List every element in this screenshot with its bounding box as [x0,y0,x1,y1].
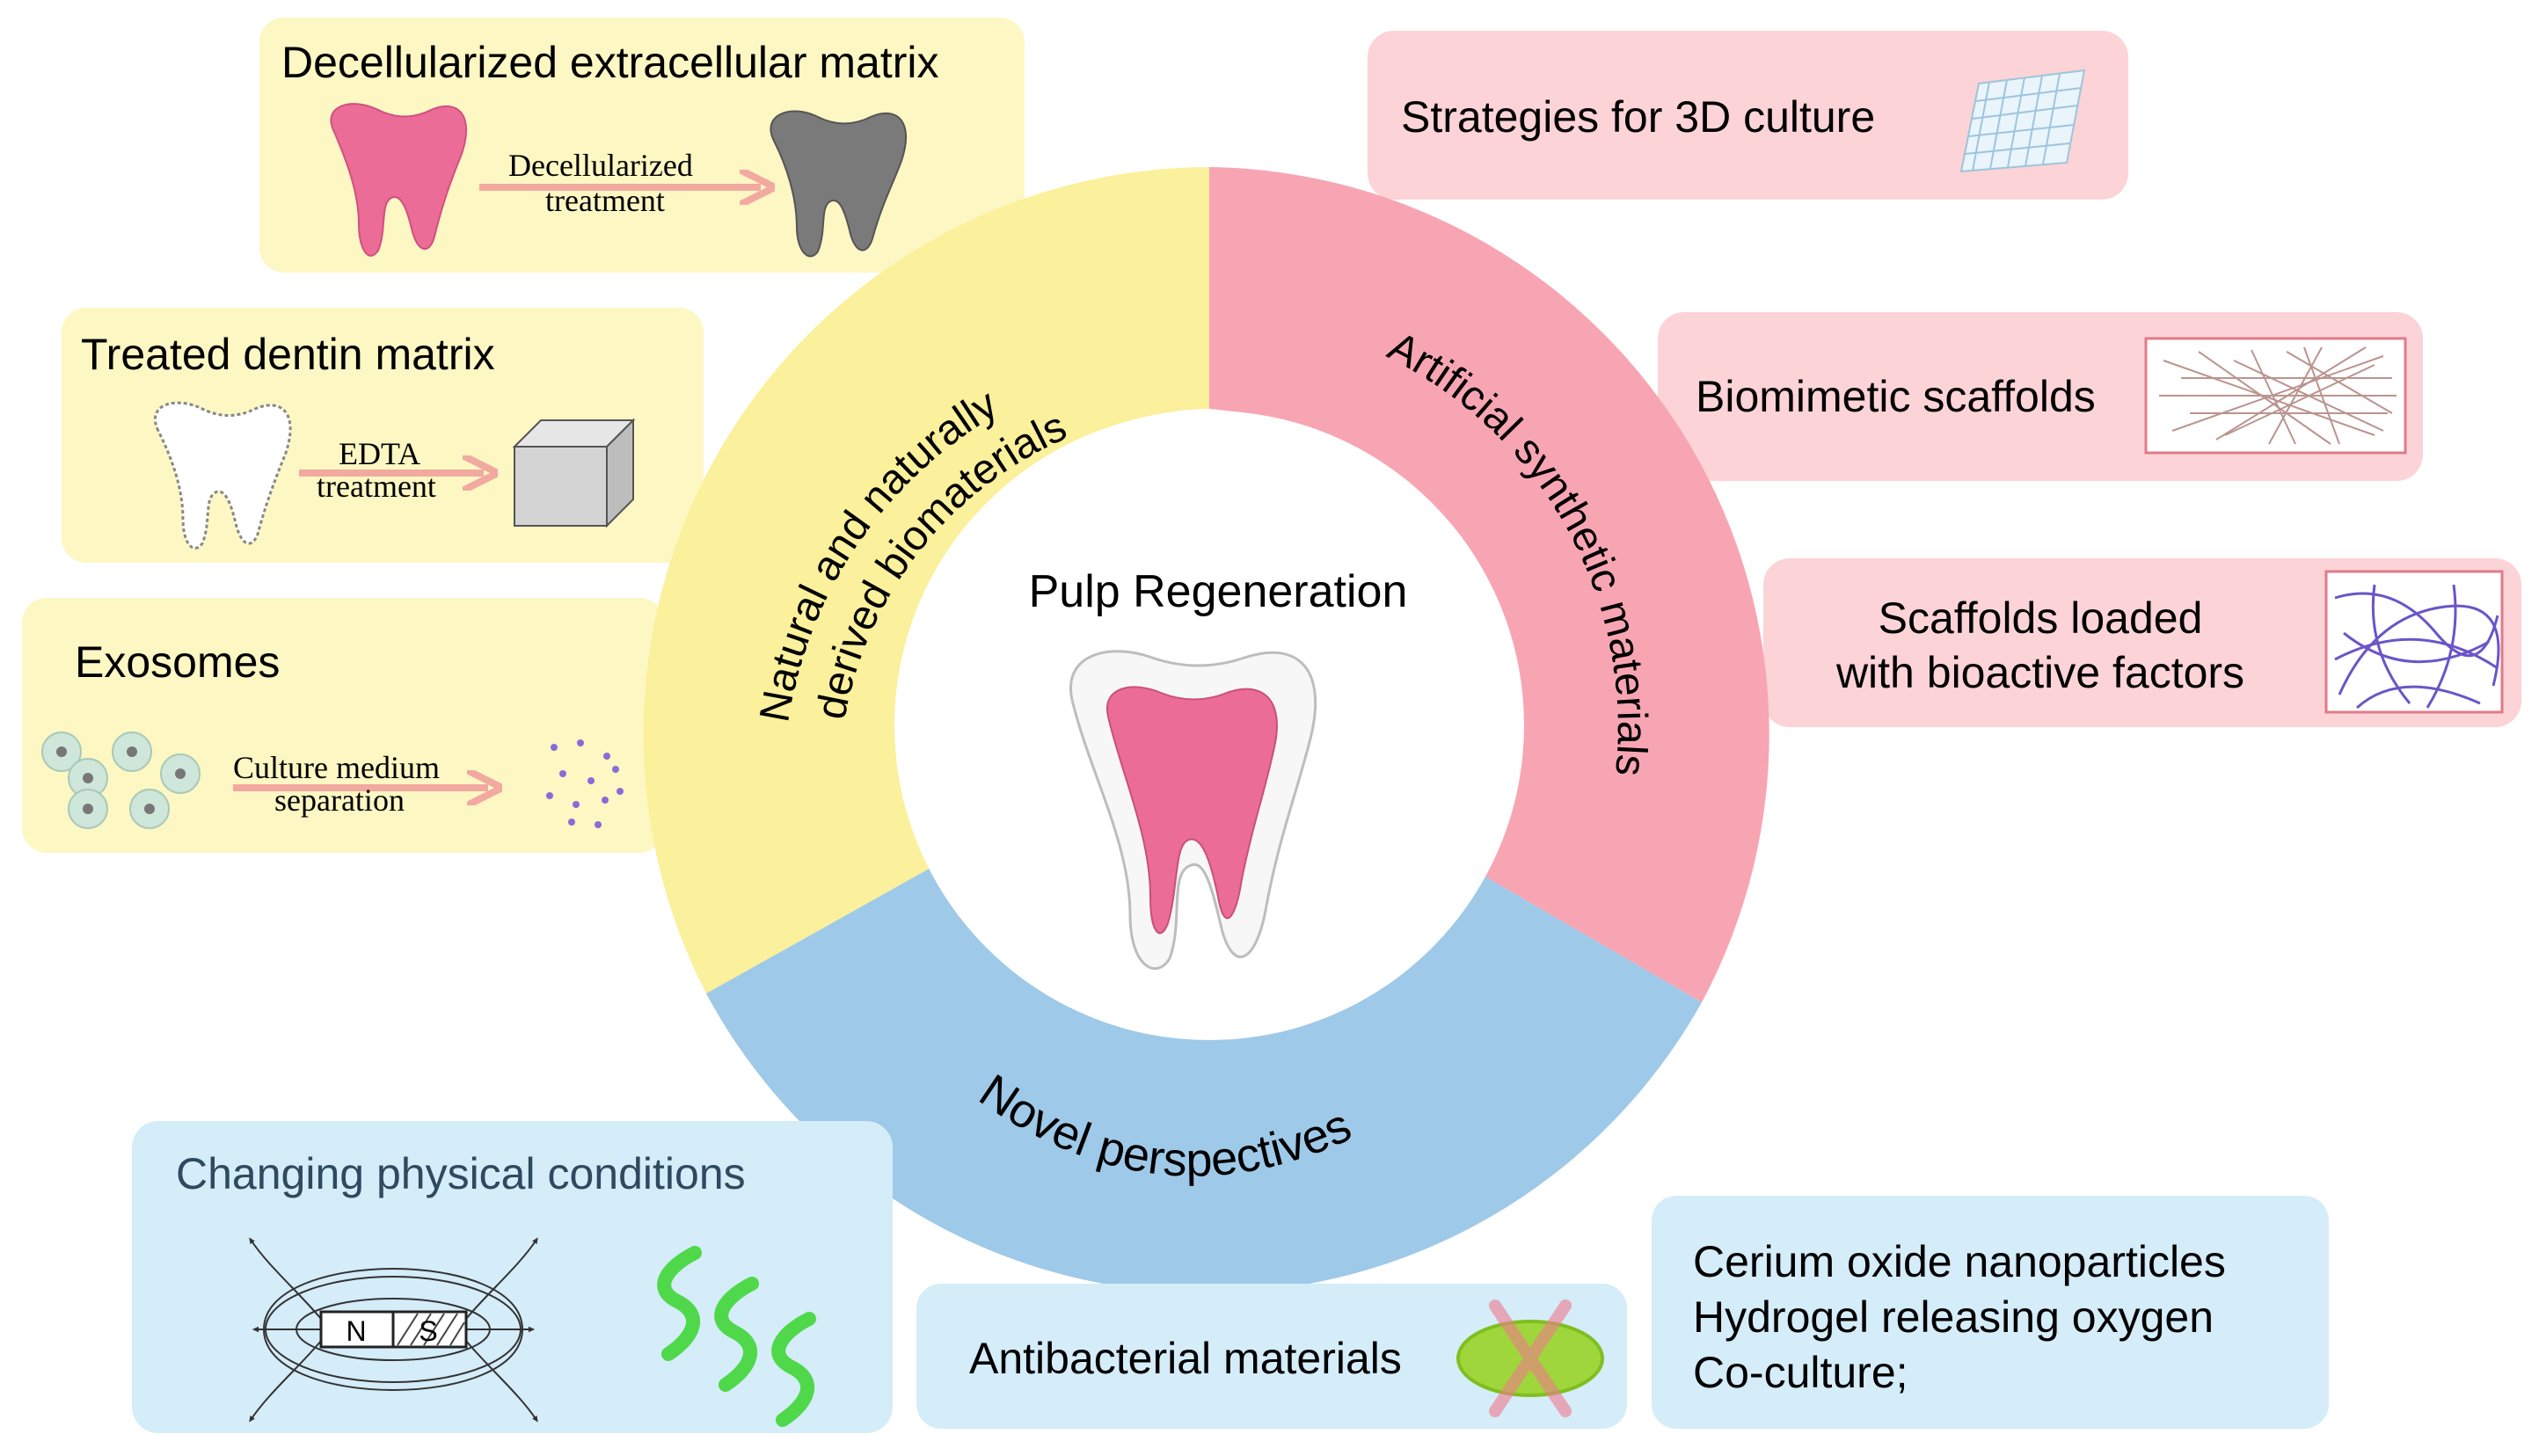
physical-conditions-box: Changing physical conditions N S [132,1121,893,1433]
gray-tooth-icon [770,110,907,258]
other-novel-box: Cerium oxide nanoparticles Hydrogel rele… [1652,1196,2329,1429]
decellularized-ecm-title: Decellularized extracellular matrix [281,38,939,87]
fiber-scaffold-icon [2144,337,2407,455]
magnet-s-label: S [419,1315,437,1347]
novel-list-item-3: Co-culture; [1693,1348,1908,1397]
decellularized-arrow-label-2: treatment [545,183,665,218]
edta-arrow-label-2: treatment [317,469,436,504]
scaffolds-loaded-line2: with bioactive factors [1835,648,2244,697]
scaffolds-loaded-box: Scaffolds loaded with bioactive factors [1763,558,2521,727]
center-content: Pulp Regeneration [1029,566,1408,970]
edta-arrow-label-1: EDTA [339,436,420,471]
dentin-cube-icon [512,418,636,528]
center-title: Pulp Regeneration [1029,566,1408,617]
exosome-dots-icon [546,739,624,828]
physical-conditions-title: Changing physical conditions [176,1149,746,1198]
novel-list-item-2: Hydrogel releasing oxygen [1693,1292,2214,1342]
treated-dentin-title: Treated dentin matrix [81,330,495,379]
exosomes-box: Exosomes Culture medium separation [22,598,664,853]
magnetic-field-icon [249,1237,538,1423]
culture-arrow-label-2: separation [274,783,405,818]
white-tooth-icon [153,401,292,550]
ring-natural-segment [643,167,1209,994]
strategies-3d-box: Strategies for 3D culture [1368,31,2128,200]
scaffolds-loaded-line1: Scaffolds loaded [1879,593,2203,643]
bioactive-scaffold-icon [2324,570,2504,714]
decellularized-arrow-label-1: Decellularized [508,148,693,183]
ring-novel-segment [706,866,1702,1293]
strategies-3d-label: Strategies for 3D culture [1401,92,1875,142]
novel-list-item-1: Cerium oxide nanoparticles [1693,1237,2226,1286]
treated-dentin-box: Treated dentin matrix EDTA treatment [62,308,704,563]
antibacterial-label: Antibacterial materials [969,1334,1402,1383]
biomimetic-scaffolds-label: Biomimetic scaffolds [1696,372,2096,421]
grid-mesh-icon [1959,69,2086,173]
bacteria-cross-icon [1456,1299,1604,1417]
magnet-n-label: N [346,1315,366,1347]
exosomes-title: Exosomes [75,637,280,687]
biomimetic-scaffolds-box: Biomimetic scaffolds [1658,312,2423,481]
antibacterial-box: Antibacterial materials [916,1284,1627,1429]
bar-magnet-icon: N S [319,1310,468,1349]
culture-arrow-label-1: Culture medium [233,750,440,785]
tooth-pulp-icon [1069,650,1317,970]
pink-tooth-icon [330,103,467,257]
decellularized-ecm-box: Decellularized extracellular matrix Dece… [259,18,1025,273]
green-bacteria-icon [657,1246,816,1427]
